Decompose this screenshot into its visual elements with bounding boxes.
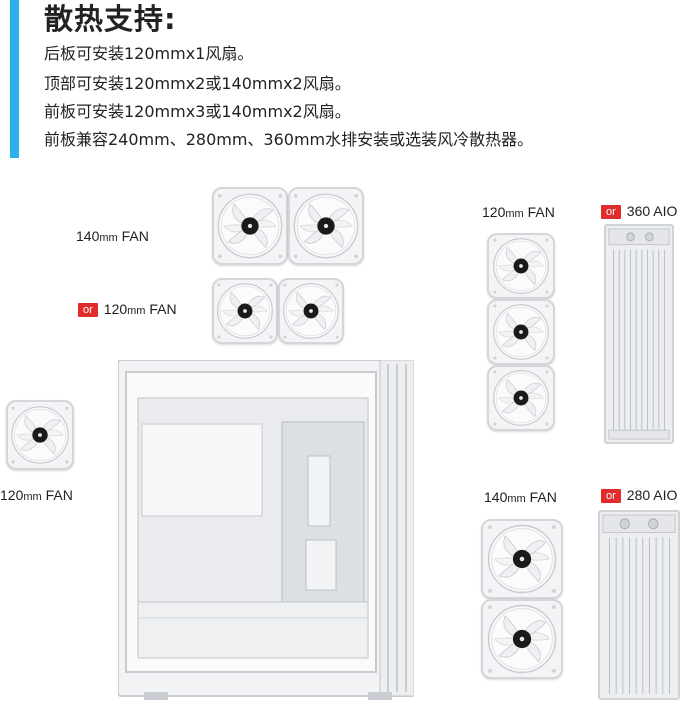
fan-icon	[487, 233, 555, 299]
rear-120-fan-label: 120mm FAN	[0, 487, 73, 503]
fan-icon	[6, 400, 74, 470]
fan-icon	[212, 278, 278, 344]
fan-icon	[487, 365, 555, 431]
feature-front: 前板可安装120mmx3或140mmx2风扇。	[44, 102, 351, 121]
fan-icon	[487, 299, 555, 365]
or-badge: or	[601, 489, 621, 504]
fan-icon	[288, 187, 364, 265]
radiator-icon	[604, 224, 674, 444]
feature-front-aio: 前板兼容240mm、280mm、360mm水排安装或选装风冷散热器。	[44, 130, 534, 149]
or-badge: or	[601, 205, 621, 220]
radiator-icon	[598, 510, 680, 700]
page-title: 散热支持:	[44, 2, 177, 36]
fan-icon	[481, 599, 563, 679]
top-140-fan-label: 140mm FAN	[76, 228, 149, 244]
accent-bar	[10, 0, 19, 158]
feature-top: 顶部可安装120mmx2或140mmx2风扇。	[44, 74, 351, 93]
front-140-fan-label: 140mm FAN	[484, 489, 557, 505]
front-120-fan-label: 120mm FAN	[482, 204, 555, 220]
feature-rear: 后板可安装120mmx1风扇。	[44, 44, 254, 63]
fan-icon	[212, 187, 288, 265]
pc-case-icon	[100, 359, 415, 700]
fan-icon	[278, 278, 344, 344]
or-badge: or	[78, 303, 98, 318]
fan-icon	[481, 519, 563, 599]
